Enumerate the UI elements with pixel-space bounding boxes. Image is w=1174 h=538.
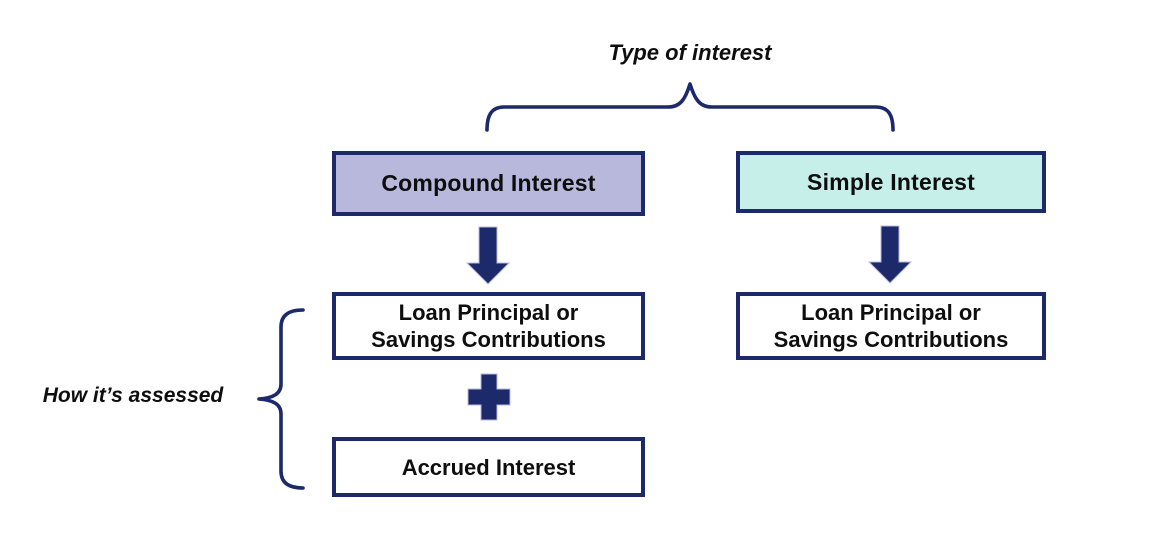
loan-principal-line2: Savings Contributions bbox=[773, 327, 1009, 352]
simple-interest-box: Simple Interest bbox=[736, 151, 1046, 213]
type-of-interest-label: Type of interest bbox=[608, 40, 772, 65]
accrued-interest-box: Accrued Interest bbox=[332, 437, 645, 497]
plus-icon bbox=[467, 373, 511, 421]
loan-principal-box-compound: Loan Principal or Savings Contributions bbox=[332, 292, 645, 360]
left-brace bbox=[257, 308, 305, 490]
loan-principal-line2: Savings Contributions bbox=[371, 327, 606, 352]
loan-principal-box-simple: Loan Principal or Savings Contributions bbox=[736, 292, 1046, 360]
compound-interest-box: Compound Interest bbox=[332, 151, 645, 216]
down-arrow-icon bbox=[465, 226, 511, 285]
loan-principal-line1: Loan Principal or bbox=[801, 300, 981, 325]
how-assessed-label: How it’s assessed bbox=[42, 384, 224, 407]
loan-principal-line1: Loan Principal or bbox=[398, 300, 579, 325]
down-arrow-icon bbox=[867, 225, 913, 284]
top-brace bbox=[485, 82, 895, 132]
